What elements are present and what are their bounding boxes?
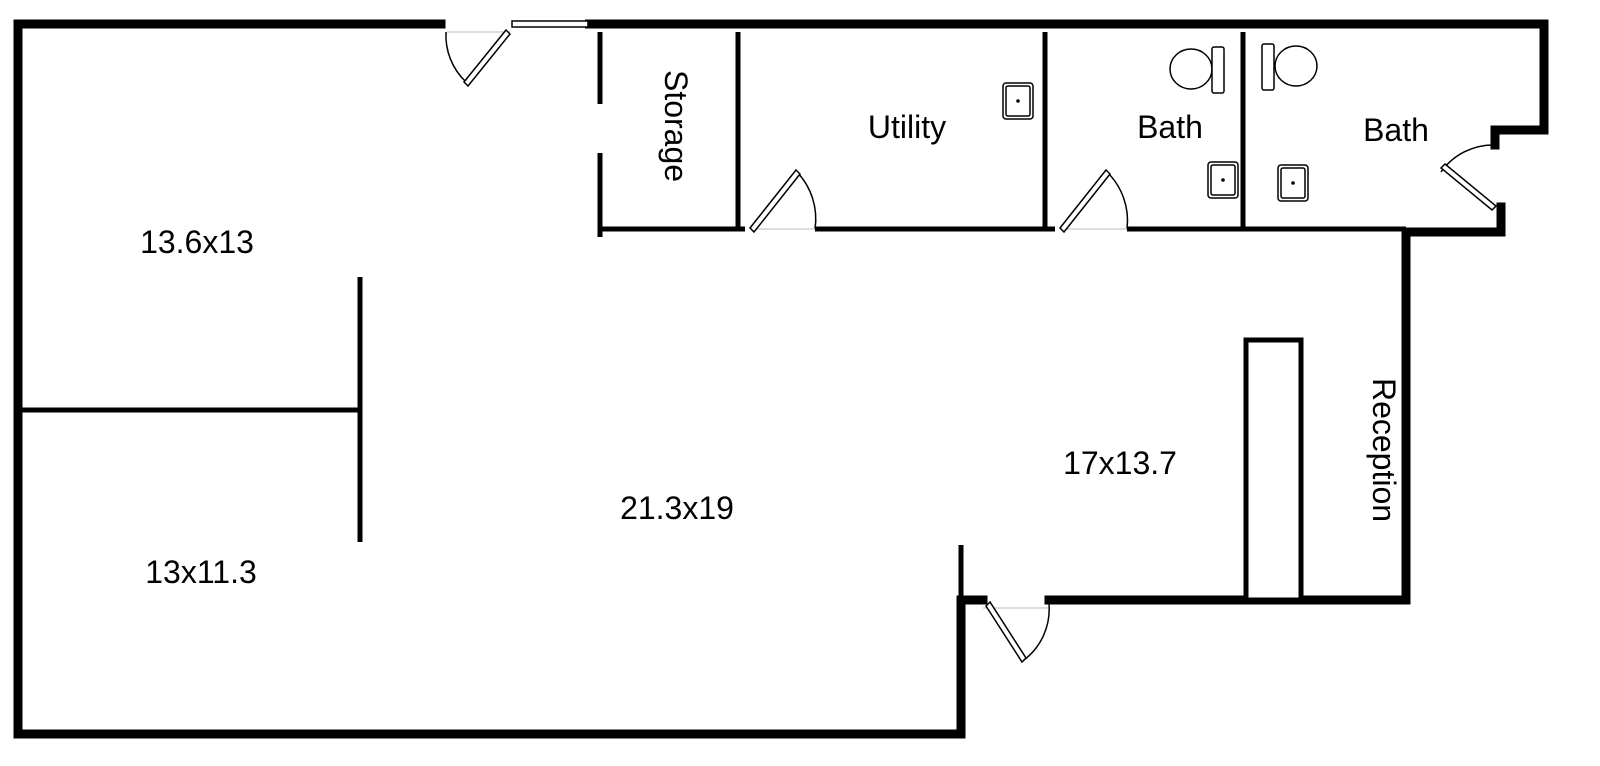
main-room-label: 21.3x19	[620, 490, 734, 526]
storage-label: Storage	[658, 70, 694, 182]
door-swing-icon	[748, 168, 817, 234]
reception-area-label: 17x13.7	[1063, 445, 1177, 481]
sink-icon	[1002, 82, 1034, 120]
door-swing-icon	[445, 18, 589, 88]
toilet-icon	[1261, 43, 1318, 91]
reception-desk-icon	[1243, 337, 1304, 603]
room-bottom-left-label: 13x11.3	[145, 554, 257, 590]
interior-walls	[18, 32, 1406, 600]
toilet-icon	[1169, 46, 1225, 94]
room-top-left-label: 13.6x13	[140, 224, 254, 260]
reception-label: Reception	[1366, 378, 1402, 522]
door-swing-icon	[983, 600, 1050, 664]
bath-left-label: Bath	[1137, 109, 1203, 145]
door-swing-icon	[1058, 168, 1129, 234]
sink-icon	[1207, 161, 1239, 199]
exterior-walls	[13, 19, 1549, 739]
door-swing-icon	[1439, 144, 1498, 212]
sink-icon	[1277, 164, 1309, 202]
bath-right-label: Bath	[1363, 112, 1429, 148]
utility-label: Utility	[868, 109, 946, 145]
